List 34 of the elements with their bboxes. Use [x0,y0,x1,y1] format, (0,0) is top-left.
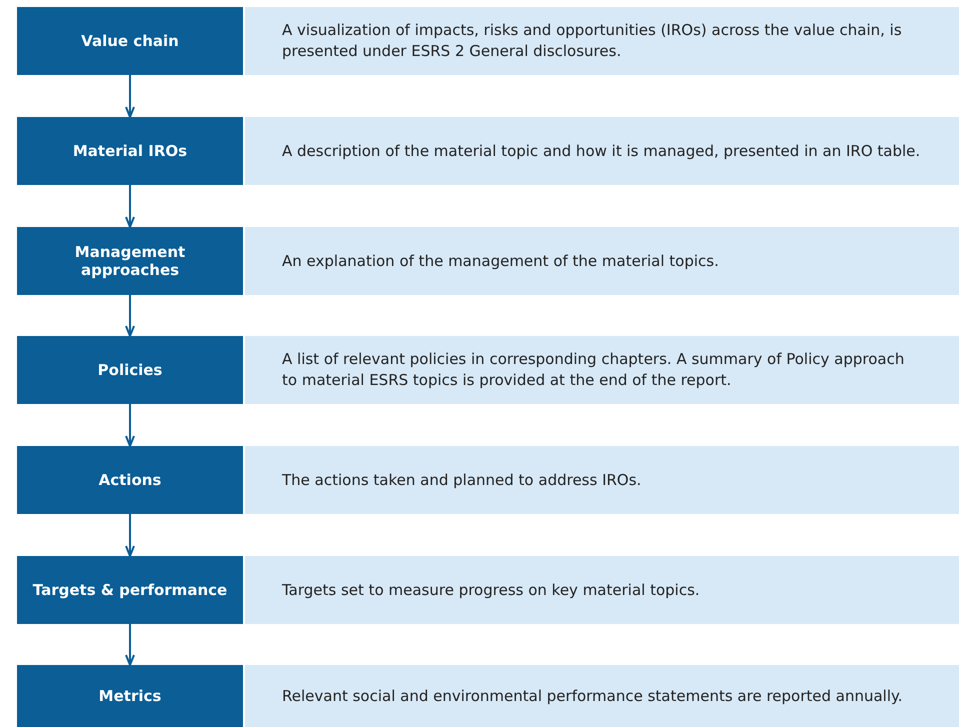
step-label: Material IROs [72,142,188,160]
description-panel [245,117,959,185]
description-panel [245,336,959,404]
step-box [17,665,243,727]
description-panel [245,227,959,295]
step-label: Value chain [81,32,179,50]
step-box [17,7,243,75]
description-panel [245,665,959,727]
step-box [17,117,243,185]
description-text: The actions taken and planned to address IROs. [282,470,642,490]
arrow [125,624,135,666]
arrow [125,185,135,228]
description-text: A description of the material topic and how it is managed, presented in an IRO table. [282,140,920,162]
step-label: Metrics [98,687,162,705]
arrow [125,404,135,447]
arrow [125,75,135,118]
description-panel [245,556,959,624]
arrow [125,514,135,557]
step-label: Targets & performance [32,581,228,599]
step-box [17,227,243,295]
step-label: Management approaches [74,243,186,279]
description-text: Targets set to measure progress on key material topics. [282,580,700,600]
step-box [17,446,243,514]
step-label: Actions [98,471,162,489]
step-box [17,556,243,624]
description-panel [245,446,959,514]
description-text: A list of relevant policies in corresponding chapters. A summary of Policy approach to material ESRS topics is provided at the end of the report. [282,349,906,391]
description-text: Relevant social and environmental performance statements are reported annually. [282,686,903,706]
step-box [17,336,243,404]
description-text: An explanation of the management of the material topics. [282,250,719,272]
description-panel [245,7,959,75]
arrow [125,295,135,337]
description-text: A visualization of impacts, risks and opportunities (IROs) across the value chain, is presented under ESRS 2 General disclosures. [282,20,903,62]
step-label: Policies [98,361,162,379]
